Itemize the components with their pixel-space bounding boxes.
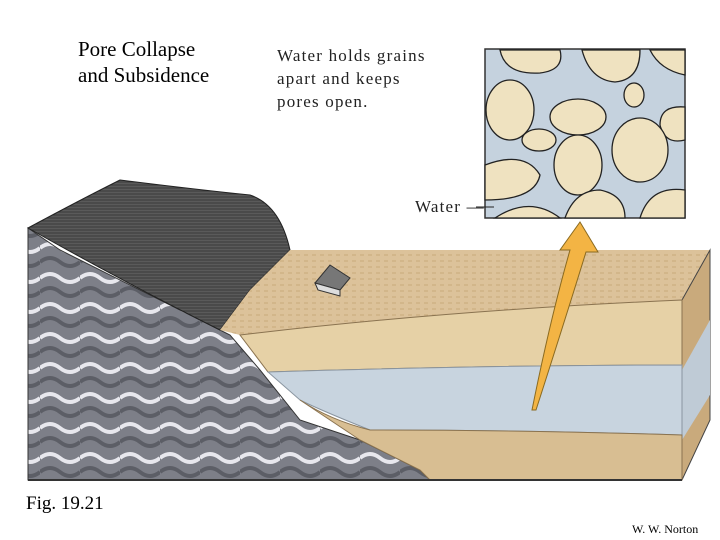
water-label: Water — <box>415 197 485 216</box>
sand-surface <box>220 250 710 335</box>
note-line-1: Water holds grains <box>277 46 426 65</box>
title-line-1: Pore Collapse <box>78 37 196 61</box>
zoom-arrow <box>531 221 599 411</box>
note-line-3: pores open. <box>277 92 369 111</box>
eroded-hillslope <box>26 179 291 331</box>
pore-inset <box>476 48 686 219</box>
note-line-2: apart and keeps <box>277 69 401 88</box>
house-icon <box>314 264 351 297</box>
title-line-2: and Subsidence <box>78 63 210 87</box>
publisher-credit: W. W. Norton <box>632 522 699 536</box>
figure-number: Fig. 19.21 <box>26 493 104 514</box>
annotation-note: Water holds grains apart and keeps pores… <box>277 44 426 113</box>
lower-sediment-layer <box>299 399 683 481</box>
aquifer-layer <box>266 364 683 436</box>
diagram-title: Pore Collapse and Subsidence <box>78 36 209 88</box>
